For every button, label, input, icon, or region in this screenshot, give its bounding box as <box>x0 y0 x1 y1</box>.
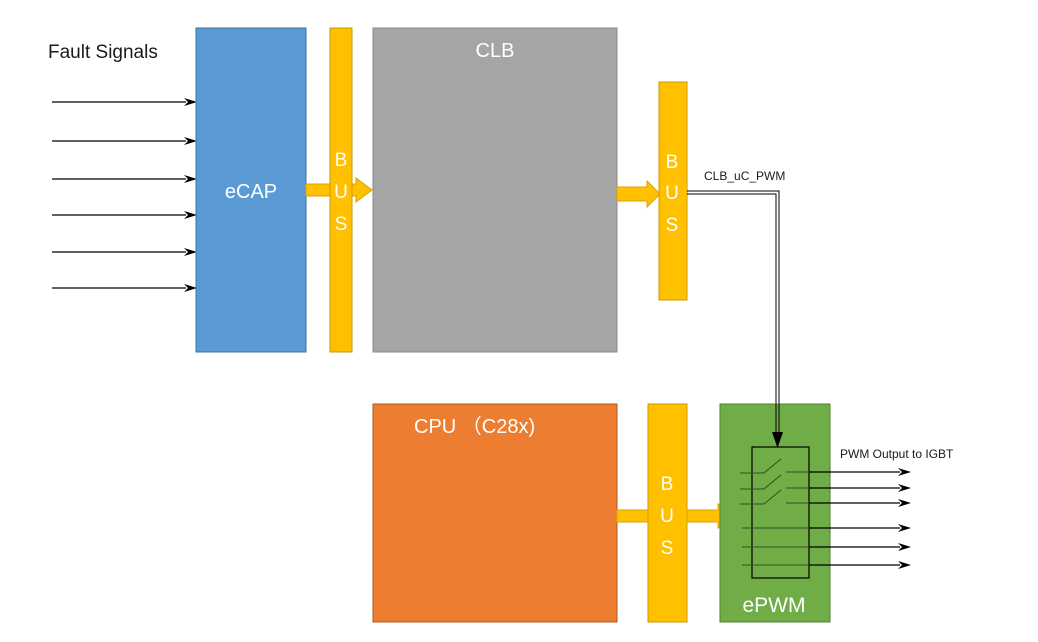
pwm-switch <box>740 474 810 490</box>
clb-label: CLB <box>476 40 515 62</box>
fault-signal-arrow <box>52 175 197 183</box>
ecap-label: eCAP <box>225 181 277 203</box>
fault-signal-arrow <box>52 248 197 256</box>
pwm-output-arrow <box>809 499 911 507</box>
switch-matrix <box>740 458 810 566</box>
bus-clb-out <box>658 81 688 301</box>
pwm-output-arrows <box>809 468 911 569</box>
bus-letter: B <box>661 474 674 495</box>
bus-letter: S <box>335 214 348 235</box>
bus-arrow-clb-to-bus <box>616 179 661 209</box>
bus-ecap-clb <box>329 27 353 353</box>
bus-letter: B <box>666 152 679 173</box>
pwm-switch <box>740 489 810 505</box>
clb-uc-pwm-line-into-epwm <box>775 404 780 432</box>
fault-signal-arrow <box>52 137 197 145</box>
pwm-output-arrow <box>809 561 911 569</box>
pwm-output-label: PWM Output to IGBT <box>840 447 954 461</box>
pwm-output-arrow <box>809 484 911 492</box>
bus-letter: U <box>660 506 674 527</box>
bus-letter: U <box>665 183 679 204</box>
cpu-label: CPU （C28x) <box>414 415 535 438</box>
clb-block <box>372 27 618 353</box>
fault-signal-arrow <box>52 98 197 106</box>
pwm-switch <box>740 458 810 474</box>
clb-uc-pwm-line-outer <box>687 190 780 432</box>
epwm-label: ePWM <box>743 594 806 617</box>
fault-signal-arrow <box>52 284 197 292</box>
pwm-output-arrow <box>809 524 911 532</box>
clb-uc-pwm-line-inner <box>687 193 777 432</box>
switch-matrix-box <box>751 446 810 579</box>
cpu-block <box>372 403 618 623</box>
bus-letter: U <box>334 182 348 203</box>
bus-letter: B <box>335 150 348 171</box>
pwm-output-arrow <box>809 468 911 476</box>
fault-signals-label: Fault Signals <box>48 42 158 63</box>
ecap-block <box>195 27 307 353</box>
bus-cpu-epwm <box>647 403 688 623</box>
clb-uc-pwm-label: CLB_uC_PWM <box>704 169 785 183</box>
clb-uc-pwm-arrowhead-top <box>772 432 783 448</box>
bus-letter: S <box>661 538 674 559</box>
pwm-output-arrow <box>809 543 911 551</box>
fault-signal-arrows <box>52 98 197 292</box>
bus-letter: S <box>666 215 679 236</box>
fault-signal-arrow <box>52 211 197 219</box>
